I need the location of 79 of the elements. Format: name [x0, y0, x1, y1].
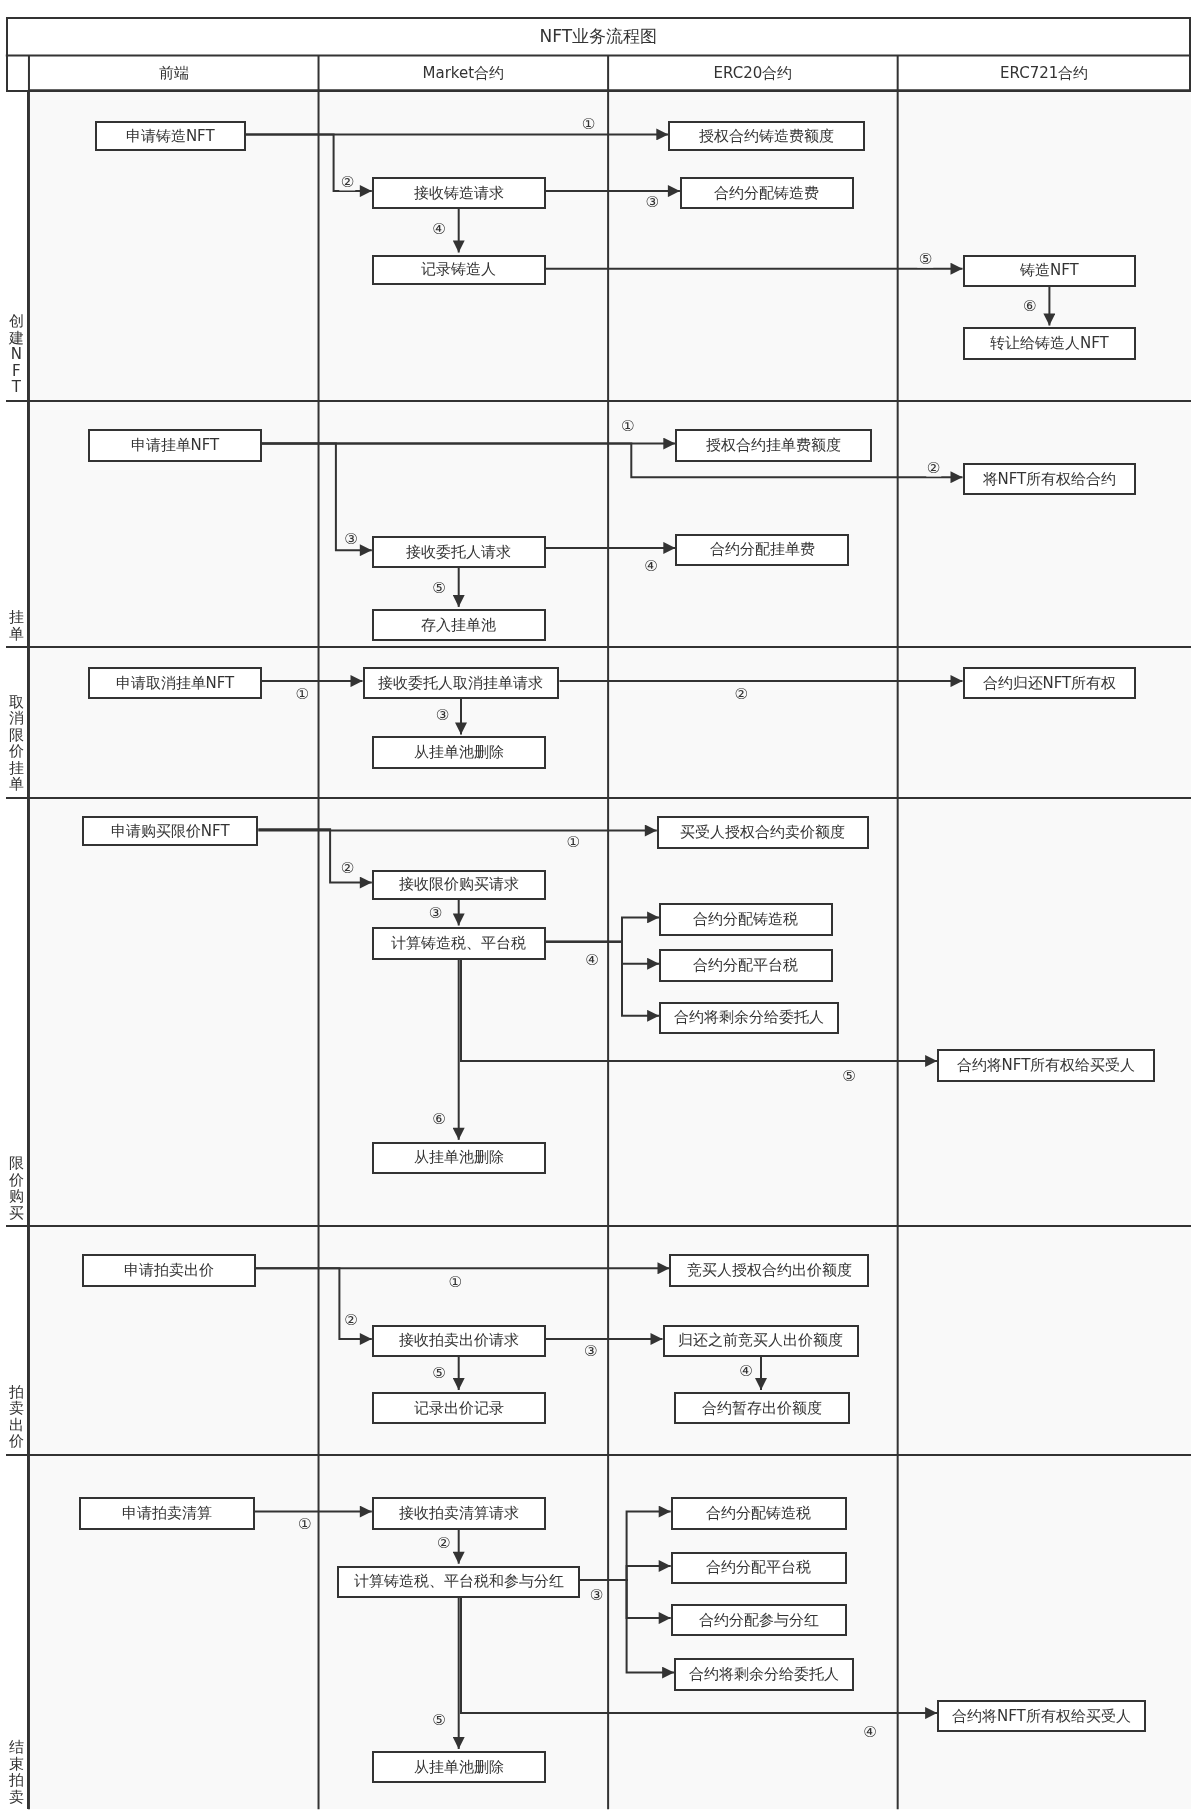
lane-title: 挂单 — [8, 609, 24, 643]
process-box: 合约将NFT所有权给买受人 — [937, 1700, 1146, 1733]
diagram-title: NFT业务流程图 — [539, 25, 658, 48]
flow-arrow — [544, 1333, 664, 1345]
flow-arrow — [452, 1595, 465, 1750]
process-box: 接收拍卖出价请求 — [371, 1324, 546, 1358]
process-box: 从挂单池删除 — [371, 736, 546, 769]
flow-arrow — [544, 940, 661, 1022]
flow-arrow — [257, 828, 373, 889]
process-box: 从挂单池删除 — [371, 1751, 546, 1784]
lane-title: 结束拍卖 — [8, 1739, 24, 1806]
column-header: 前端 — [158, 63, 189, 83]
process-box: 转让给铸造人NFT — [962, 327, 1137, 360]
process-box: 接收限价购买请求 — [371, 869, 546, 900]
flow-arrow — [260, 442, 373, 557]
process-box: 合约将剩余分给委托人 — [659, 1001, 839, 1034]
swimlane — [5, 646, 1191, 797]
column-header: Market合约 — [422, 63, 505, 83]
process-box: 竞买人授权合约出价额度 — [669, 1254, 869, 1287]
process-box: 接收委托人取消挂单请求 — [362, 666, 560, 700]
flow-arrow — [244, 133, 373, 198]
process-box: 合约分配铸造税 — [659, 903, 833, 936]
process-box: 接收拍卖清算请求 — [371, 1497, 546, 1530]
column-header: ERC20合约 — [713, 63, 793, 83]
process-box: 合约将NFT所有权给买受人 — [937, 1049, 1155, 1082]
flow-arrow — [544, 185, 681, 198]
lane-title: 取消限价挂单 — [8, 693, 24, 793]
flow-arrow — [260, 675, 364, 688]
flow-arrow — [452, 206, 465, 254]
swimlane — [5, 796, 1191, 1226]
process-box: 合约归还NFT所有权 — [962, 666, 1137, 700]
process-box: 申请购买限价NFT — [82, 816, 259, 847]
flow-arrow — [455, 696, 467, 736]
process-box: 授权合约铸造费额度 — [668, 121, 866, 152]
column-header: ERC721合约 — [1000, 63, 1089, 83]
lane-title: 拍卖出价 — [8, 1383, 24, 1450]
process-box: 合约分配铸造费 — [679, 176, 854, 210]
process-box: 申请拍卖出价 — [82, 1254, 256, 1287]
flow-arrow — [558, 675, 964, 688]
flow-arrow — [544, 541, 677, 554]
process-box: 授权合约挂单费额度 — [675, 429, 873, 462]
flow-arrow — [452, 1354, 465, 1391]
process-box: 合约将剩余分给委托人 — [674, 1658, 854, 1691]
process-box: 申请取消挂单NFT — [88, 666, 262, 700]
process-box: 接收委托人请求 — [371, 535, 546, 569]
process-box: 合约分配平台税 — [659, 949, 833, 982]
process-box: 从挂单池删除 — [371, 1141, 546, 1175]
process-box: 买受人授权合约卖价额度 — [656, 816, 869, 849]
lane-title: 创建NFT — [8, 313, 24, 396]
process-box: 申请铸造NFT — [94, 121, 246, 152]
process-box: 合约暂存出价额度 — [674, 1391, 851, 1425]
lane-title: 限价购买 — [8, 1155, 24, 1222]
process-box: 记录铸造人 — [371, 254, 546, 285]
process-box: 申请挂单NFT — [88, 429, 262, 462]
flow-arrow — [257, 824, 658, 837]
flow-arrow — [255, 1267, 373, 1345]
swimlane — [5, 90, 1191, 400]
step-number: ⑤ — [917, 250, 934, 268]
process-box: 合约分配平台税 — [670, 1551, 847, 1585]
process-box: 铸造NFT — [962, 254, 1137, 287]
flow-arrow — [755, 1354, 767, 1391]
process-box: 接收铸造请求 — [371, 176, 546, 210]
swimlane — [5, 1225, 1191, 1454]
process-box: 存入挂单池 — [371, 608, 546, 642]
process-box: 合约分配挂单费 — [675, 533, 849, 567]
process-box: 记录出价记录 — [371, 1391, 546, 1425]
process-box: 计算铸造税、平台税和参与分红 — [337, 1565, 581, 1599]
swimlane — [5, 399, 1191, 647]
process-box: 计算铸造税、平台税 — [371, 927, 546, 960]
flow-arrow — [452, 565, 465, 608]
process-box: 合约分配铸造税 — [670, 1497, 847, 1530]
process-box: 申请拍卖清算 — [78, 1497, 255, 1530]
flow-arrow — [253, 1505, 373, 1518]
swimlane — [5, 1453, 1191, 1810]
process-box: 将NFT所有权给合约 — [962, 463, 1137, 496]
flow-arrow — [460, 1595, 939, 1720]
flow-arrow — [544, 262, 964, 275]
process-box: 归还之前竞买人出价额度 — [662, 1324, 860, 1358]
process-box: 合约分配参与分红 — [670, 1603, 847, 1637]
